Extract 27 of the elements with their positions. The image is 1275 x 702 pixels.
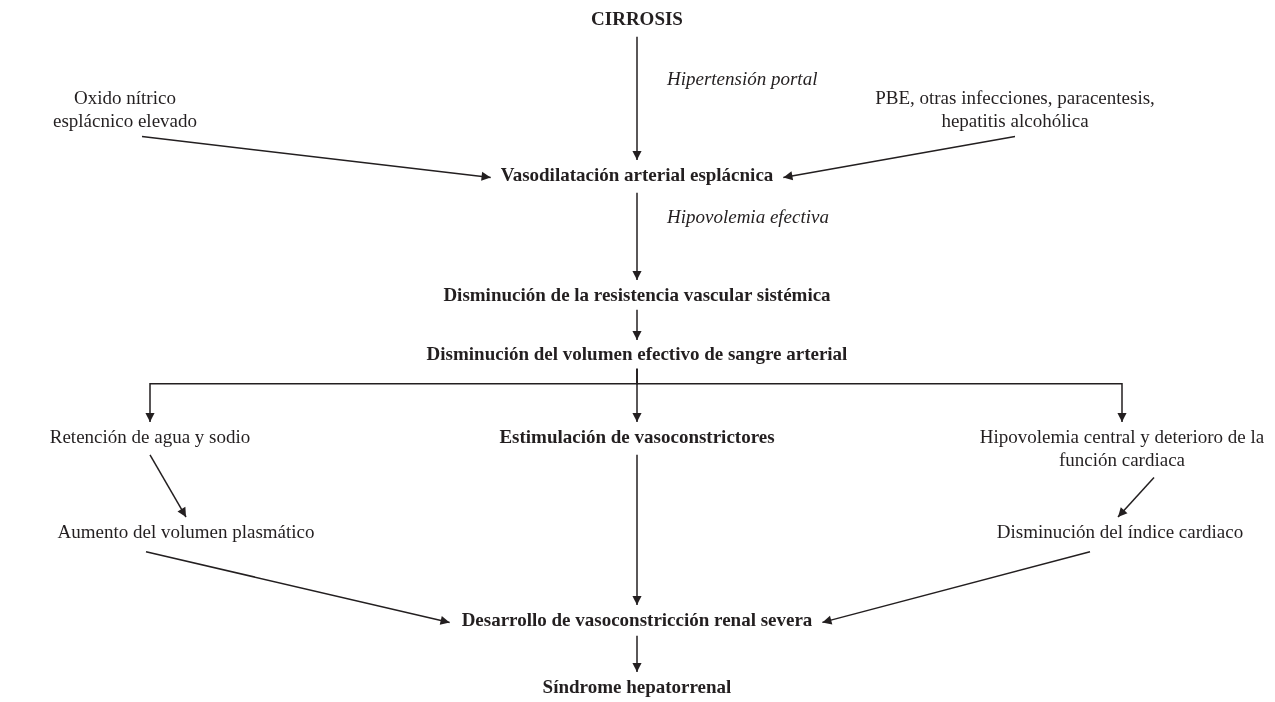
arrow: [632, 36, 642, 161]
step-text: Disminución del índice cardiaco: [996, 521, 1244, 544]
arrow: [782, 135, 1016, 181]
step-text: Hipovolemia central y deterioro de la función cardiaca: [979, 426, 1265, 472]
bold-step-text: CIRROSIS: [591, 8, 683, 31]
arrow: [636, 368, 1127, 423]
bold-step-text: Disminución de la resistencia vascular sistémica: [443, 284, 831, 307]
step-text: Aumento del volumen plasmático: [57, 521, 315, 544]
bold-step-text: Vasodilatación arterial esplácnica: [500, 164, 774, 187]
arrow: [145, 551, 451, 625]
arrow: [632, 192, 642, 281]
arrow: [632, 454, 642, 606]
edge-label: Hipovolemia efectiva: [667, 206, 829, 230]
bold-step-text: Disminución del volumen efectivo de sangre arterial: [426, 343, 848, 366]
arrow: [632, 635, 642, 673]
arrow: [149, 454, 187, 518]
step-text: PBE, otras infecciones, paracentesis, hepatitis alcohólica: [874, 87, 1156, 133]
bold-step-text: Estimulación de vasoconstrictores: [499, 426, 775, 449]
edge-label: Hipertensión portal: [667, 68, 818, 92]
arrow: [141, 135, 492, 181]
step-text: Retención de agua y sodio: [49, 426, 251, 449]
arrow: [1117, 476, 1155, 518]
step-text: Oxido nítrico esplácnico elevado: [52, 87, 198, 133]
arrow: [821, 551, 1091, 625]
bold-step-text: Síndrome hepatorrenal: [542, 676, 732, 699]
bold-step-text: Desarrollo de vasoconstricción renal severa: [461, 609, 813, 632]
arrow: [632, 309, 642, 341]
